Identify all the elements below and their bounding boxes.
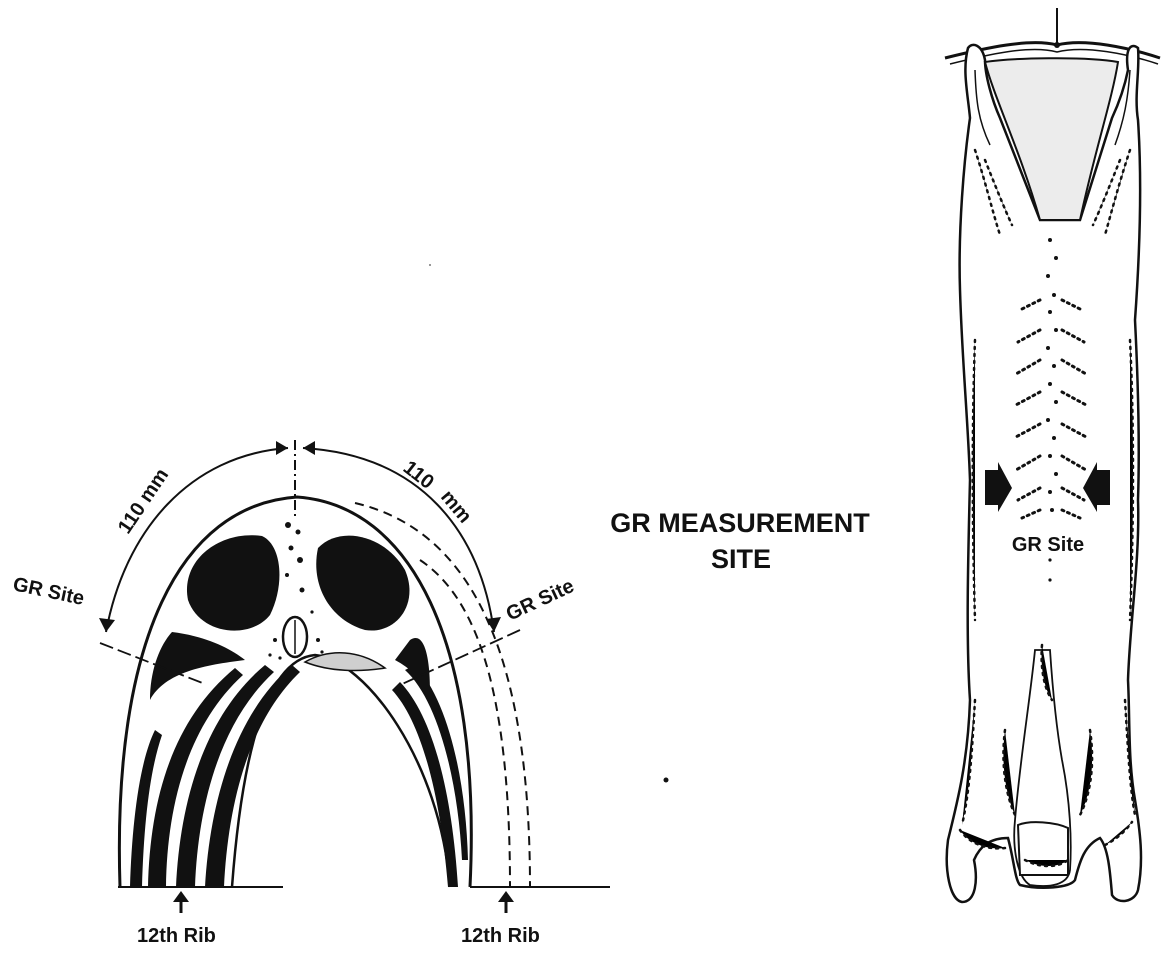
diagram-title-line2: SITE [711, 544, 771, 574]
eye-muscle-left [187, 535, 279, 630]
diagram-title-line1: GR MEASUREMENT [610, 508, 870, 538]
gr-site-label-right: GR Site [503, 575, 578, 625]
cross-section-diagram: 110 mm 110 mm GR Site GR Site 12th Rib 1… [11, 440, 610, 947]
gr-site-label-left: GR Site [11, 573, 86, 610]
rib-label-right: 12th Rib [461, 925, 540, 947]
rib-arrow-left [173, 891, 189, 913]
rib-arrow-right [498, 891, 514, 913]
ribs-left [130, 665, 300, 887]
carcass-gr-site-label: GR Site [1012, 534, 1084, 556]
dimension-label-left: 110 mm [114, 465, 173, 538]
carcass-illustration: GR Site [945, 8, 1160, 902]
rib-label-left: 12th Rib [137, 925, 216, 947]
outer-outline [119, 497, 471, 887]
inner-cavity [232, 655, 450, 887]
lateral-muscle-left [150, 632, 245, 700]
dimension-label-right-number: 110 [399, 457, 438, 494]
dimension-label-right-unit: mm [436, 486, 476, 527]
ribs-right [392, 665, 468, 887]
